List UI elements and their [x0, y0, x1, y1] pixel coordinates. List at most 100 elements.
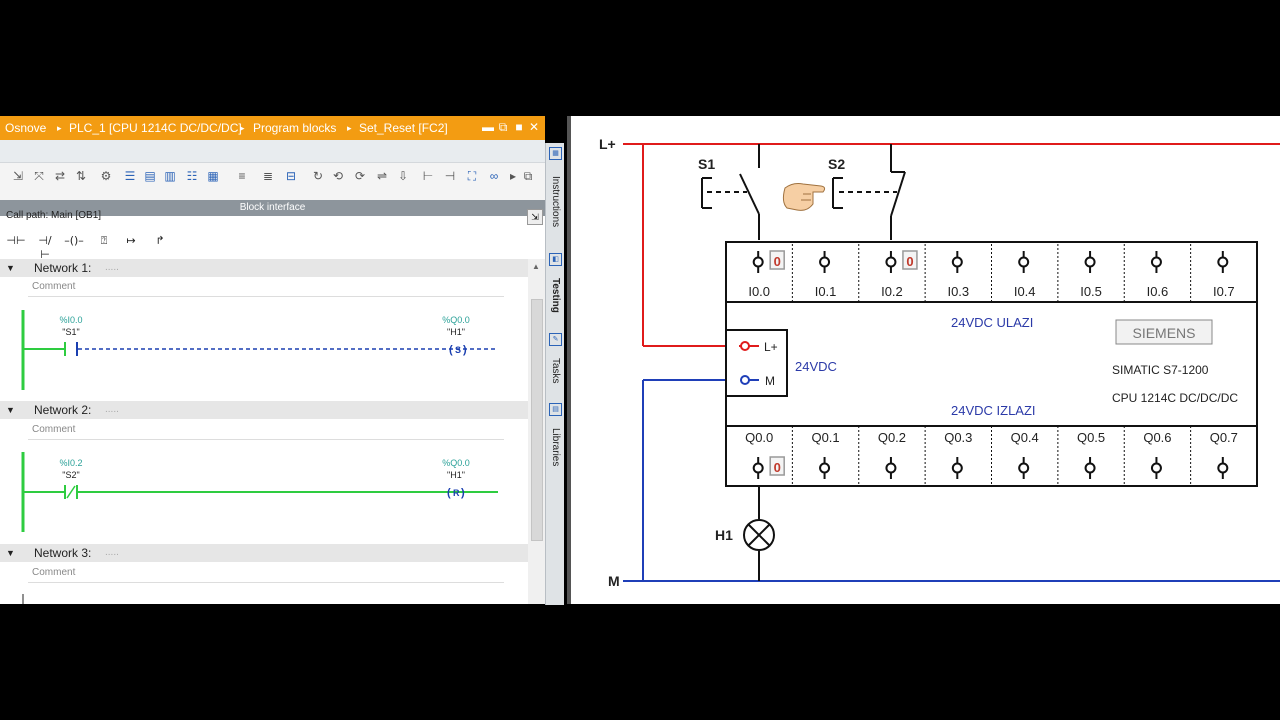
editor-scrollbar[interactable]: ▲ [528, 259, 545, 604]
empty-box-icon[interactable]: ⍰ [100, 234, 108, 247]
tab-instructions[interactable]: Instructions [550, 176, 561, 228]
output-terminal-Q0.5[interactable] [1084, 462, 1096, 474]
output-terminal-Q0.2[interactable] [885, 462, 897, 474]
switch-s1[interactable] [701, 144, 760, 240]
output-terminal-Q0.0[interactable] [752, 462, 764, 474]
close-branch-icon[interactable]: ↱ [155, 234, 165, 247]
toolbar-icon[interactable]: ↻ [312, 169, 324, 183]
lplus-terminal[interactable] [740, 341, 750, 351]
network-title-placeholder[interactable]: ..... [105, 262, 119, 273]
block-interface-bar[interactable]: Block interface [0, 200, 545, 216]
network-comment[interactable]: Comment [32, 424, 76, 435]
toolbar-icon[interactable]: ⇌ [376, 169, 388, 183]
set-coil-type[interactable]: S [455, 345, 461, 355]
toolbar-icon[interactable]: ≡ [238, 169, 246, 183]
network-2-header[interactable]: ▼ Network 2: ..... [0, 401, 528, 419]
toolbar-icon[interactable]: ☰ [124, 169, 136, 183]
contact-address[interactable]: %I0.2 [59, 458, 82, 468]
breadcrumb-block[interactable]: Set_Reset [FC2] [359, 121, 448, 135]
call-path-button[interactable]: ⇲ [527, 209, 543, 225]
close-icon[interactable]: ✕ [528, 120, 540, 134]
toolbar-icon[interactable]: ⊟ [285, 169, 297, 183]
toolbar-icon[interactable]: ⇩ [397, 169, 409, 183]
lamp-h1-icon[interactable] [743, 519, 775, 551]
network-comment[interactable]: Comment [32, 567, 76, 578]
scrollbar-thumb[interactable] [531, 299, 543, 541]
reset-coil-type[interactable]: R [453, 488, 460, 498]
input-terminal-I0.0[interactable] [752, 256, 764, 268]
no-contact-icon[interactable]: ⊣⊢ [6, 234, 26, 247]
toolbar-icon[interactable]: ▤ [144, 169, 156, 183]
maximize-icon[interactable]: ■ [515, 120, 523, 134]
nc-contact-slash[interactable] [66, 485, 76, 499]
reset-coil-left[interactable]: ( [447, 487, 451, 499]
toolbar-icon[interactable]: ⊣ [444, 169, 456, 183]
set-coil-right[interactable]: ) [463, 344, 467, 356]
toolbar-icon[interactable]: ⟳ [354, 169, 366, 183]
network-comment[interactable]: Comment [32, 281, 76, 292]
toolbar-icon[interactable]: ⚙ [100, 169, 112, 183]
input-terminal-I0.7[interactable] [1217, 256, 1229, 268]
tasks-tab-icon[interactable]: ✎ [549, 333, 562, 346]
output-terminal-Q0.1[interactable] [819, 462, 831, 474]
input-terminal-I0.1[interactable] [819, 256, 831, 268]
output-terminal-Q0.6[interactable] [1150, 462, 1162, 474]
toolbar-icon[interactable]: ⇲ [12, 169, 24, 183]
toolbar-icon[interactable]: ▦ [207, 169, 219, 183]
output-terminal-Q0.3[interactable] [951, 462, 963, 474]
collapse-triangle-icon[interactable]: ▼ [6, 405, 15, 415]
toolbar-icon[interactable]: ⇅ [75, 169, 87, 183]
breadcrumb-project[interactable]: Osnove [5, 121, 47, 135]
reset-coil-right[interactable]: ) [461, 487, 465, 499]
m-terminal[interactable] [740, 375, 750, 385]
nc-contact-icon[interactable]: ⊣/⊢ [38, 234, 52, 261]
network-1-header[interactable]: ▼ Network 1: ..... [0, 259, 528, 277]
toolbar-icon[interactable]: ⊢ [422, 169, 434, 183]
contact-tag[interactable]: "S2" [62, 470, 79, 480]
monitoring-glasses-icon[interactable]: ∞ [489, 169, 499, 183]
tab-tasks[interactable]: Tasks [550, 358, 561, 384]
toolbar-icon[interactable]: ☷ [186, 169, 198, 183]
input-terminal-I0.2[interactable] [885, 256, 897, 268]
network-title-placeholder[interactable]: ..... [105, 547, 119, 558]
set-coil-left[interactable]: ( [449, 344, 453, 356]
collapse-triangle-icon[interactable]: ▼ [6, 263, 15, 273]
toolbar-icon[interactable]: ⤧ [34, 169, 44, 183]
toolbar-icon[interactable]: ≣ [262, 169, 274, 183]
network-3-header[interactable]: ▼ Network 3: ..... [0, 544, 528, 562]
contact-address[interactable]: %I0.0 [59, 315, 82, 325]
coil-tag[interactable]: "H1" [447, 470, 465, 480]
breadcrumb-plc[interactable]: PLC_1 [CPU 1214C DC/DC/DC] [69, 121, 242, 135]
tab-libraries[interactable]: Libraries [550, 427, 561, 467]
coil-address[interactable]: %Q0.0 [442, 458, 470, 468]
network-title-placeholder[interactable]: ..... [105, 404, 119, 415]
toolbar-icon[interactable]: ⟲ [332, 169, 344, 183]
toolbar-icon[interactable]: ▥ [164, 169, 176, 183]
toolbar-more-icon[interactable]: ▸ [509, 169, 517, 183]
coil-tag[interactable]: "H1" [447, 327, 465, 337]
output-terminal-Q0.4[interactable] [1018, 462, 1030, 474]
minimize-icon[interactable]: ▬ [482, 120, 494, 134]
pane-divider[interactable] [567, 116, 571, 604]
input-terminal-I0.5[interactable] [1084, 256, 1096, 268]
breadcrumb-program-blocks[interactable]: Program blocks [253, 121, 337, 135]
libraries-tab-icon[interactable]: ▤ [549, 403, 562, 416]
instructions-tab-icon[interactable]: ▦ [549, 147, 562, 160]
coil-address[interactable]: %Q0.0 [442, 315, 470, 325]
open-branch-icon[interactable]: ↦ [126, 234, 136, 247]
contact-tag[interactable]: "S1" [62, 327, 79, 337]
coil-icon[interactable]: –()– [64, 234, 84, 247]
scroll-up-icon[interactable]: ▲ [532, 262, 540, 271]
input-terminal-I0.4[interactable] [1018, 256, 1030, 268]
input-terminal-I0.6[interactable] [1150, 256, 1162, 268]
output-terminal-Q0.7[interactable] [1217, 462, 1229, 474]
toolbar-icon[interactable]: ⇄ [54, 169, 66, 183]
input-terminal-I0.3[interactable] [951, 256, 963, 268]
toolbar-icon[interactable]: ⛶ [467, 169, 477, 183]
testing-tab-icon[interactable]: ◧ [549, 253, 562, 266]
toolbar-icon[interactable]: ⧉ [523, 169, 533, 183]
float-window-icon[interactable]: ⧉ [498, 120, 508, 134]
collapse-triangle-icon[interactable]: ▼ [6, 548, 15, 558]
tab-testing[interactable]: Testing [550, 277, 561, 313]
switch-s2[interactable] [832, 144, 906, 240]
